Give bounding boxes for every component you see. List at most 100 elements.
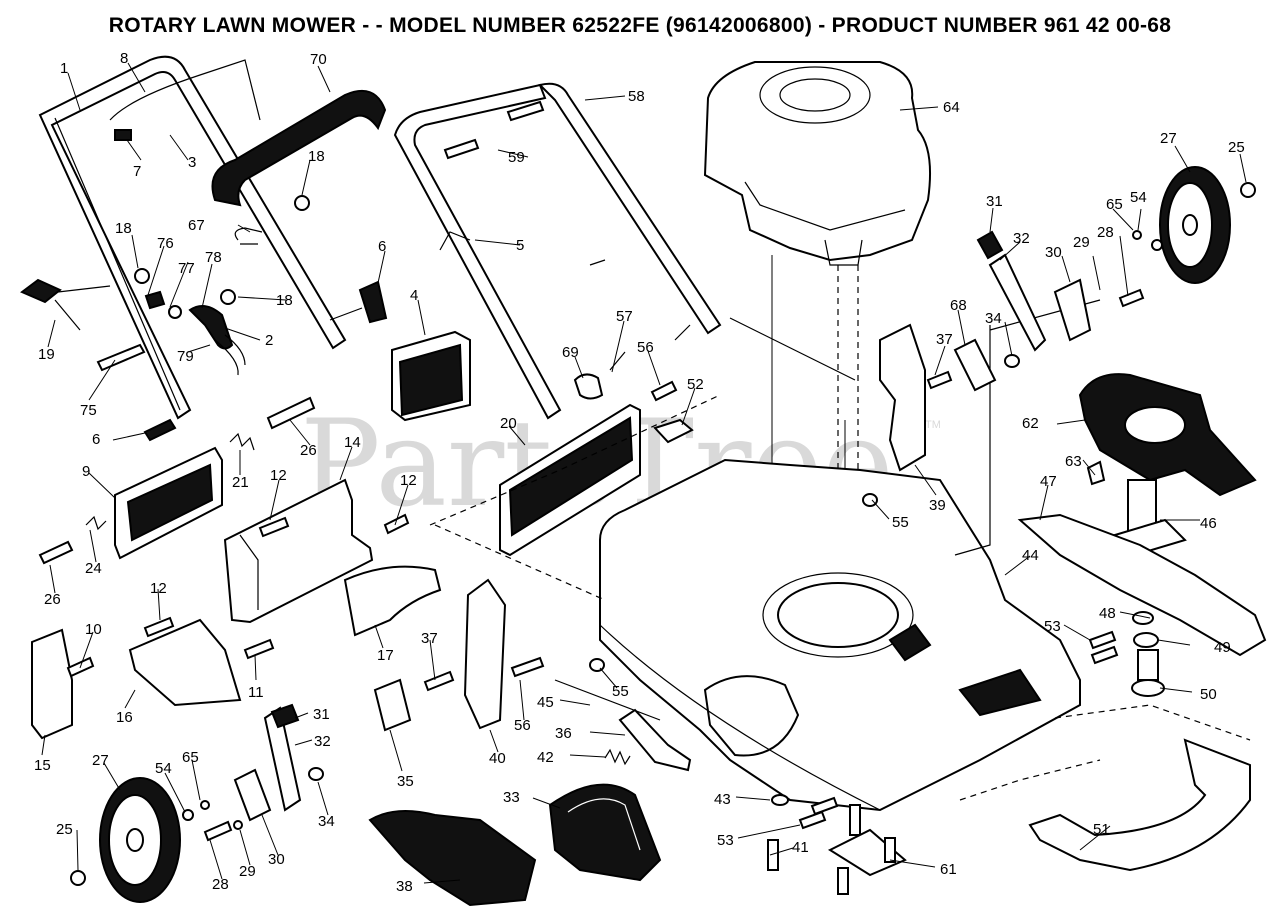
bolt-53-a: [1088, 630, 1117, 650]
bolt-11: [243, 638, 275, 660]
bolt-75: [96, 343, 146, 372]
callout-54-top: 54: [1130, 189, 1147, 206]
callout-27-rear: 27: [1160, 130, 1177, 147]
cable: [214, 334, 246, 376]
callout-25-bottom: 25: [56, 821, 73, 838]
diagram-title: ROTARY LAWN MOWER - - MODEL NUMBER 62522…: [108, 14, 1172, 37]
callout-65-bottom: 65: [182, 749, 199, 766]
callout-2: 2: [265, 332, 273, 349]
bolt-41d: [884, 837, 896, 863]
callout-5: 5: [516, 237, 524, 254]
callout-58: 58: [628, 88, 645, 105]
spring-24: [85, 515, 107, 531]
callout-17: 17: [377, 647, 394, 664]
callout-68: 68: [950, 297, 967, 314]
callout-8: 8: [120, 50, 128, 67]
lower-handle: [393, 82, 722, 420]
bolt-12-b: [258, 516, 290, 538]
washer-18-b: [134, 268, 150, 284]
callout-19: 19: [38, 346, 55, 363]
callout-14: 14: [344, 434, 361, 451]
bolt-41b: [849, 804, 861, 836]
callout-30-top: 30: [1045, 244, 1062, 261]
callout-27-front: 27: [92, 752, 109, 769]
callout-75: 75: [80, 402, 97, 419]
callout-63: 63: [1065, 453, 1082, 470]
callout-21: 21: [232, 474, 249, 491]
callout-50: 50: [1200, 686, 1217, 703]
bolt-28b: [203, 820, 233, 842]
callout-59: 59: [508, 149, 525, 166]
callout-34-top: 34: [985, 310, 1002, 327]
plate-35: [373, 678, 412, 732]
callout-16: 16: [116, 709, 133, 726]
callout-30-bottom: 30: [268, 851, 285, 868]
callout-15: 15: [34, 757, 51, 774]
callout-9: 9: [82, 463, 90, 480]
callout-1: 1: [60, 60, 68, 77]
bracket-61: [827, 828, 907, 877]
spring-21: [229, 432, 255, 451]
washer-43: [771, 794, 789, 806]
callout-76: 76: [157, 235, 174, 252]
callout-77: 77: [178, 260, 195, 277]
hand-grip: [211, 90, 387, 207]
callout-37-top: 37: [936, 331, 953, 348]
bolt-12-a: [143, 616, 175, 638]
callout-44: 44: [1022, 547, 1039, 564]
callout-6-right: 6: [378, 238, 386, 255]
callout-79: 79: [177, 348, 194, 365]
callout-labels: 1 8 70 58 64 27 25 7 3 18 59 31 65 54 67…: [34, 50, 1245, 895]
callout-53-right: 53: [1044, 618, 1061, 635]
callout-33: 33: [503, 789, 520, 806]
leader-lines: [41, 62, 1247, 884]
rear-baffle-51: [1028, 738, 1251, 872]
washer-18-a: [294, 195, 310, 211]
callout-42: 42: [537, 749, 554, 766]
bracket-40: [463, 578, 507, 730]
callout-32-mid: 32: [314, 733, 331, 750]
washer-54b: [182, 809, 194, 821]
mower-deck: [599, 458, 1081, 812]
bolt-37b: [423, 670, 455, 692]
callout-48: 48: [1099, 605, 1116, 622]
callout-31-top: 31: [986, 193, 1003, 210]
callout-43: 43: [714, 791, 731, 808]
handle-knob-19: [20, 278, 111, 331]
bracket-15: [31, 628, 73, 740]
callout-62: 62: [1022, 415, 1039, 432]
deflector-38: [368, 810, 537, 907]
bracket-14: [223, 478, 374, 624]
callout-24: 24: [85, 560, 102, 577]
callout-38: 38: [396, 878, 413, 895]
callout-10: 10: [85, 621, 102, 638]
clip-67: [234, 227, 263, 245]
callout-55-top: 55: [892, 514, 909, 531]
callout-25-rear: 25: [1228, 139, 1245, 156]
mulch-plug-20: [499, 403, 641, 557]
washer-18-c: [220, 289, 236, 305]
knob-6-right: [358, 280, 388, 324]
nut-34a: [1004, 354, 1020, 368]
bolt-56b: [510, 656, 545, 678]
bracket-16: [128, 618, 242, 707]
callout-18-mid: 18: [276, 292, 293, 309]
knob-6: [143, 418, 177, 442]
blade-bolt-50: [1131, 649, 1165, 697]
bolt-53-b: [1090, 645, 1119, 665]
callout-26-right: 26: [300, 442, 317, 459]
callout-3: 3: [188, 154, 196, 171]
pivot-69: [573, 373, 604, 400]
blade-47: [1017, 513, 1267, 657]
callout-69: 69: [562, 344, 579, 361]
bolt-63: [1086, 460, 1106, 486]
callout-28-bottom: 28: [212, 876, 229, 893]
bolt-7: [114, 129, 132, 141]
nut-55b: [589, 658, 605, 672]
height-lever-32a: [988, 253, 1047, 352]
chute-17: [343, 565, 442, 637]
bolt-53b: [798, 810, 827, 830]
rear-flap-9: [114, 446, 223, 560]
callout-54-bottom: 54: [155, 760, 172, 777]
